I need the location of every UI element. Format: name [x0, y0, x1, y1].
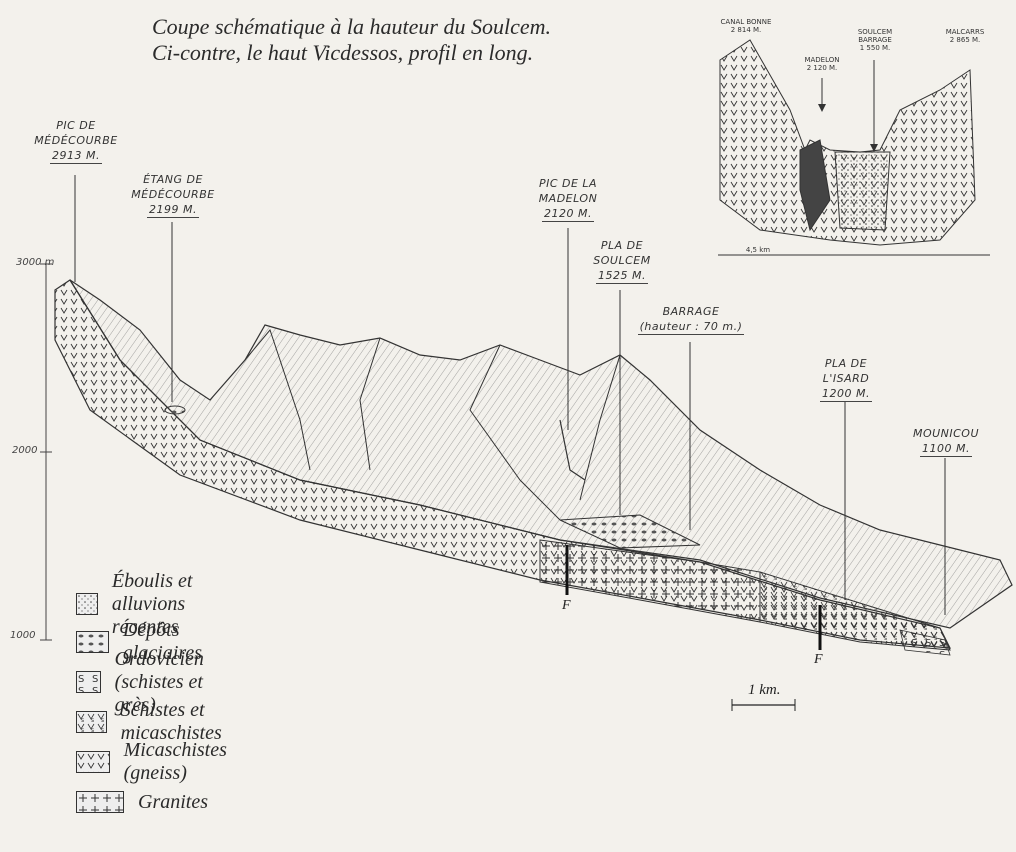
inset-label-canal-bonne: CANAL BONNE 2 814 M.: [716, 18, 776, 34]
label-etang-medecourbe: Étang de Médécourbe 2199 m.: [118, 172, 228, 218]
legend-swatch-cross: [76, 791, 124, 813]
inset-label-soulcem: SOULCEM BARRAGE 1 550 M.: [848, 28, 902, 52]
legend-item: Granites: [76, 788, 208, 816]
legend-swatch-v: [76, 751, 110, 773]
legend-swatch-pebbles: [76, 631, 109, 653]
legend-item: Éboulis et alluvions récentes: [76, 590, 211, 618]
fault-label-1: F: [562, 598, 571, 614]
altitude-2000: 2000: [12, 445, 37, 456]
altitude-3000: 3000 m: [16, 257, 54, 268]
legend-swatch-dots: [76, 593, 98, 615]
label-pla-isard: Pla de L'Isard 1200 m.: [796, 356, 896, 402]
legend-swatch-sv: [76, 711, 107, 733]
inset-label-malcarrs: MALCARRS 2 865 M.: [936, 28, 994, 44]
label-mounicou: Mounicou 1100 m.: [896, 426, 996, 457]
fault-label-2: F: [814, 652, 823, 668]
label-pic-madelon: Pic de la Madelon 2120 m.: [518, 176, 618, 222]
legend-item: Ordovicien (schistes et grès): [76, 668, 227, 696]
legend-item: Schistes et micaschistes: [76, 708, 239, 736]
legend-item: Micaschistes (gneiss): [76, 748, 241, 776]
scale-bar-label: 1 km.: [748, 682, 781, 699]
legend-swatch-ss: [76, 671, 101, 693]
label-pla-soulcem: Pla de Soulcem 1525 m.: [574, 238, 670, 284]
inset-label-madelon: MADELON 2 120 M.: [794, 56, 850, 72]
altitude-1000: 1000: [10, 630, 35, 641]
inset-width-label: 4,5 km: [738, 246, 778, 254]
label-barrage: Barrage (hauteur : 70 m.): [630, 304, 752, 335]
label-pic-medecourbe: Pic de Médécourbe 2913 m.: [28, 118, 124, 164]
